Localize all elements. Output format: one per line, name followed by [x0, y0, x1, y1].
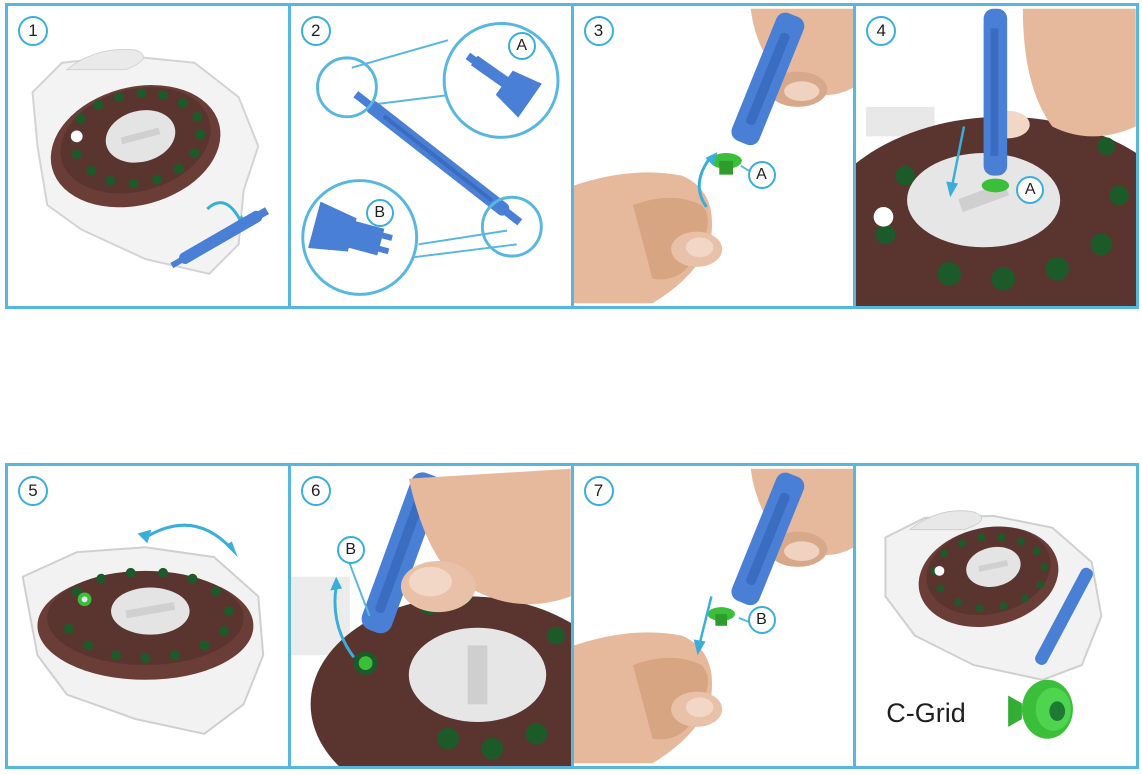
attach-filter-illustration [574, 6, 854, 306]
step-3-panel: 3 A [574, 6, 857, 306]
step-1-panel: 1 [8, 6, 291, 306]
step-4-panel: 4 A [856, 6, 1136, 306]
step-6-panel: 6 B [291, 466, 574, 766]
product-label: C-Grid [886, 698, 966, 729]
callout-a: A [748, 161, 776, 189]
step-2-panel: 2 A B [291, 6, 574, 306]
callout-b: B [337, 536, 365, 564]
rotate-dispenser-illustration [8, 466, 288, 766]
callout-b: B [748, 606, 776, 634]
instruction-row-bottom: 5 6 B [5, 463, 1139, 769]
c-grid-panel: C-Grid [856, 466, 1136, 766]
step-5-panel: 5 [8, 466, 291, 766]
dispenser-with-tool-illustration [8, 6, 288, 306]
step-7-panel: 7 B [574, 466, 857, 766]
callout-b: B [366, 199, 394, 227]
callout-a: A [508, 32, 536, 60]
insert-filter-into-dispenser-illustration [856, 6, 1136, 306]
instruction-row-top: 1 [5, 3, 1139, 309]
step-number-badge: 5 [18, 476, 48, 506]
step-number-badge: 6 [301, 476, 331, 506]
step-number-badge: 7 [584, 476, 614, 506]
c-grid-filter [1008, 680, 1073, 739]
step-number-badge: 1 [18, 16, 48, 46]
insert-new-filter-illustration [574, 466, 854, 766]
remove-filter-with-tool-illustration [291, 466, 571, 766]
step-number-badge: 2 [301, 16, 331, 46]
step-number-badge: 3 [584, 16, 614, 46]
